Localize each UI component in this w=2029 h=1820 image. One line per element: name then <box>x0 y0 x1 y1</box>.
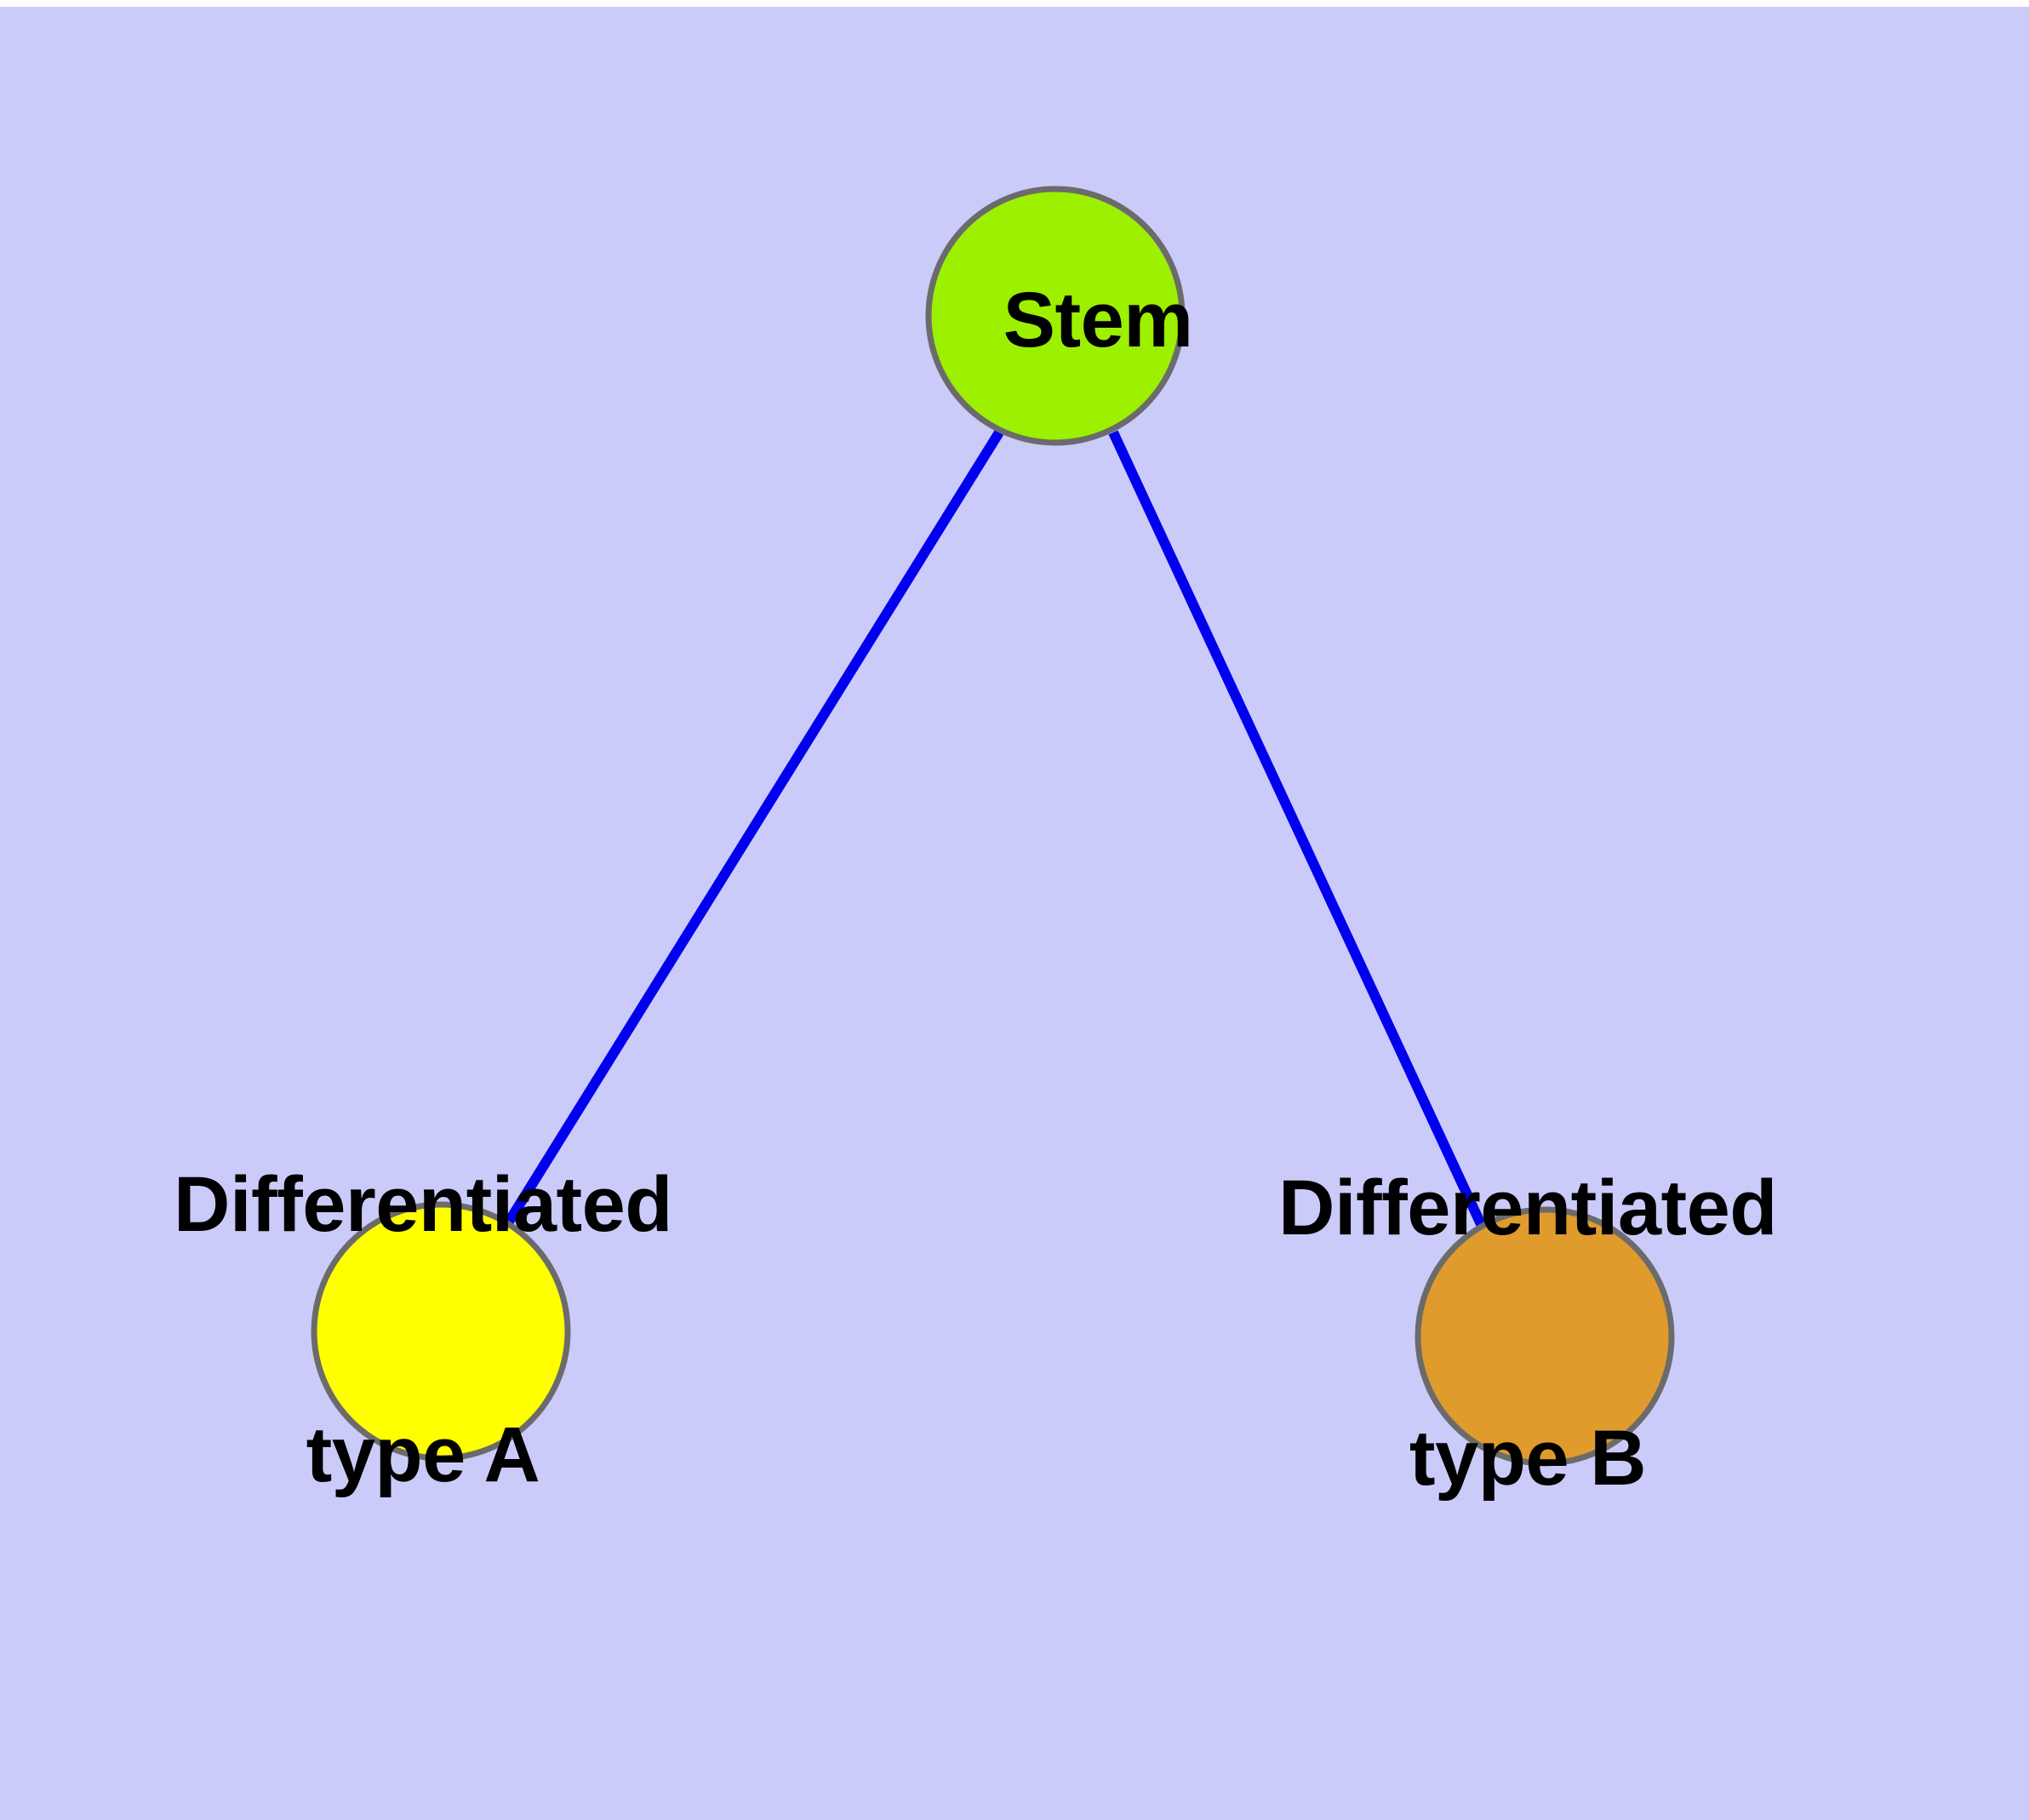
node-differentiated-type-b[interactable] <box>1415 1206 1675 1467</box>
edge-stem-to-differentiated-type-b <box>1108 430 1486 1227</box>
node-stem[interactable] <box>925 186 1186 446</box>
node-layer <box>311 186 1675 1467</box>
node-differentiated-type-a[interactable] <box>311 1201 571 1462</box>
edge-stem-to-differentiated-type-a <box>504 429 1004 1225</box>
edge-layer <box>504 429 1486 1227</box>
